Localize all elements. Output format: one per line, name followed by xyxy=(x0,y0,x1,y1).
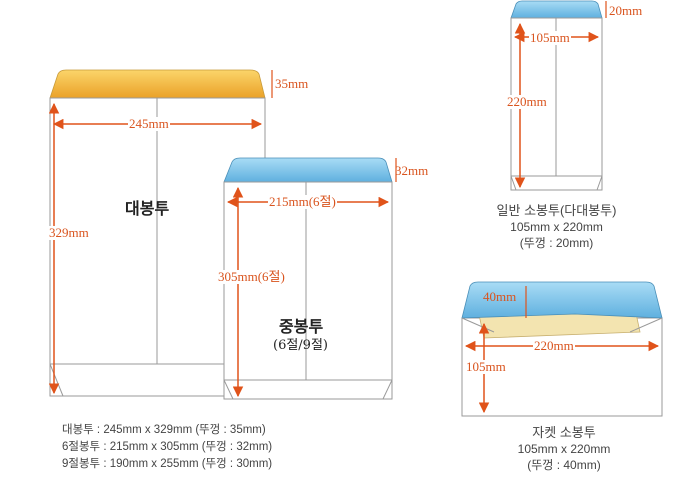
jacket-envelope-caption: 자켓 소봉투 105mm x 220mm (뚜껑 : 40mm) xyxy=(499,425,629,473)
spec-item: 6절봉투 : 215mm x 305mm (뚜껑 : 32mm) xyxy=(62,441,273,453)
medium-width-label: 215mm(6절) xyxy=(268,194,337,209)
jacket-caption-size: 105mm x 220mm xyxy=(517,442,611,456)
medium-envelope-name: 중봉투 xyxy=(279,317,324,336)
small-caption-size: 105mm x 220mm xyxy=(510,220,603,234)
medium-envelope-flap xyxy=(223,157,393,183)
large-flap-label: 35mm xyxy=(275,76,309,91)
jacket-caption-flap: (뚜껑 : 40mm) xyxy=(527,458,601,472)
jacket-caption-title: 자켓 소봉투 xyxy=(532,425,596,440)
small-envelope-caption: 일반 소봉투(다대봉투) 105mm x 220mm (뚜껑 : 20mm) xyxy=(489,203,624,251)
medium-flap-label: 32mm xyxy=(395,163,429,178)
large-envelope-name: 대봉투 xyxy=(125,199,170,218)
jacket-height-label: 105mm xyxy=(465,359,507,374)
medium-envelope-body xyxy=(223,181,393,400)
large-height-label: 329mm xyxy=(48,225,90,240)
medium-envelope-subname: (6절/9절) xyxy=(273,338,328,353)
small-flap-label: 20mm xyxy=(609,3,643,18)
small-caption-flap: (뚜껑 : 20mm) xyxy=(519,236,594,250)
spec-list: 대봉투 : 245mm x 329mm (뚜껑 : 35mm) 6절봉투 : 2… xyxy=(62,422,272,473)
small-caption-title: 일반 소봉투(다대봉투) xyxy=(496,203,617,218)
medium-envelope xyxy=(223,157,397,400)
spec-item: 대봉투 : 245mm x 329mm (뚜껑 : 35mm) xyxy=(62,424,266,436)
jacket-flap-label: 40mm xyxy=(483,289,517,304)
spec-item: 9절봉투 : 190mm x 255mm (뚜껑 : 30mm) xyxy=(62,458,273,470)
small-envelope-flap xyxy=(510,0,603,19)
medium-height-label: 305mm(6절) xyxy=(217,269,286,284)
jacket-envelope xyxy=(461,281,663,417)
jacket-envelope-flap xyxy=(461,281,663,319)
small-width-label: 105mm xyxy=(529,30,571,45)
large-width-label: 245mm xyxy=(128,116,170,131)
jacket-width-label: 220mm xyxy=(533,338,575,353)
small-height-label: 220mm xyxy=(506,94,548,109)
large-envelope-flap xyxy=(49,69,266,99)
